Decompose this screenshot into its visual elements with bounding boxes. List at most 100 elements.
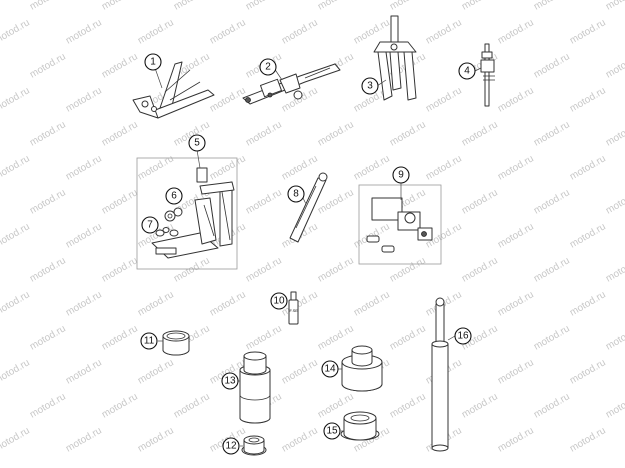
svg-text:10: 10	[273, 296, 285, 307]
watermark-text: motod.ru	[100, 51, 140, 80]
watermark-text: motod.ru	[532, 187, 572, 216]
watermark-text: motod.ru	[460, 391, 500, 420]
svg-text:9: 9	[398, 170, 404, 181]
watermark-text: motod.ru	[28, 323, 68, 352]
callout-2: 2	[259, 58, 277, 76]
watermark-text: motod.ru	[388, 391, 428, 420]
watermark-text: motod.ru	[172, 391, 212, 420]
group-box-5	[136, 157, 238, 270]
leader-4	[474, 67, 482, 72]
watermark-text: motod.ru	[136, 289, 176, 318]
callout-5: 5	[188, 134, 206, 152]
watermark-text: motod.ru	[208, 289, 248, 318]
part-6-nut	[164, 207, 183, 222]
watermark-text: motod.ru	[64, 425, 104, 454]
watermark-text: motod.ru	[568, 357, 608, 386]
watermark-text: motod.ru	[64, 17, 104, 46]
part-14-cup	[341, 345, 383, 392]
watermark-text: motod.ru	[28, 187, 68, 216]
watermark-text: motod.ru	[28, 255, 68, 284]
watermark-text: motod.ru	[460, 0, 500, 13]
watermark-text: motod.ru	[460, 187, 500, 216]
callout-7: 7	[141, 216, 159, 234]
watermark-text: motod.ru	[244, 0, 284, 13]
part-5-stand	[151, 167, 235, 259]
watermark-text: motod.ru	[496, 153, 536, 182]
watermark-text: motod.ru	[100, 0, 140, 13]
svg-text:7: 7	[147, 220, 153, 231]
watermark-text: motod.ru	[532, 323, 572, 352]
part-12-bushing	[241, 435, 267, 456]
watermark-text: motod.ru	[64, 357, 104, 386]
callout-14: 14	[321, 360, 339, 378]
watermark-text: motod.ru	[604, 187, 625, 216]
group-box-9	[358, 184, 442, 265]
watermark-text: motod.ru	[604, 255, 625, 284]
watermark-text: motod.ru	[388, 323, 428, 352]
part-3-puller	[373, 15, 417, 101]
watermark-text: motod.ru	[136, 357, 176, 386]
watermark-text: motod.ru	[0, 153, 32, 182]
watermark-text: motod.ru	[172, 255, 212, 284]
watermark-text: motod.ru	[100, 391, 140, 420]
part-9-assembly	[366, 197, 433, 253]
watermark-text: motod.ru	[460, 119, 500, 148]
watermark-text: motod.ru	[568, 153, 608, 182]
leader-5	[196, 149, 201, 169]
watermark-text: motod.ru	[316, 0, 356, 13]
watermark-text: motod.ru	[496, 289, 536, 318]
watermark-text: motod.ru	[136, 425, 176, 454]
watermark-text: motod.ru	[64, 289, 104, 318]
watermark-text: motod.ru	[244, 119, 284, 148]
svg-text:12: 12	[225, 441, 237, 452]
svg-text:4: 4	[464, 66, 470, 77]
svg-text:11: 11	[144, 336, 155, 347]
callout-15: 15	[323, 422, 341, 440]
part-13-cylinder	[239, 351, 271, 424]
part-11-ring	[162, 330, 190, 356]
watermark-layer: motod.ru motod.ru motod.ru motod.ru motod.ru…	[0, 0, 625, 455]
watermark-text: motod.ru	[424, 85, 464, 114]
watermark-text: motod.ru	[316, 323, 356, 352]
watermark-text: motod.ru	[0, 425, 32, 454]
watermark-text: motod.ru	[460, 255, 500, 284]
svg-text:14: 14	[324, 364, 336, 375]
svg-text:2: 2	[265, 62, 271, 73]
callout-8: 8	[287, 185, 305, 203]
watermark-text: motod.ru	[100, 187, 140, 216]
callout-1: 1	[144, 53, 162, 71]
callout-3: 3	[361, 77, 379, 95]
svg-text:1: 1	[150, 57, 156, 68]
part-15-sleeve	[340, 411, 380, 441]
watermark-text: motod.ru	[496, 17, 536, 46]
watermark-text: motod.ru	[604, 391, 625, 420]
watermark-text: motod.ru	[244, 255, 284, 284]
watermark-text: motod.ru	[0, 289, 32, 318]
watermark-text: motod.ru	[532, 51, 572, 80]
watermark-text: motod.ru	[496, 425, 536, 454]
watermark-text: motod.ru	[28, 0, 68, 13]
leader-16	[447, 335, 456, 341]
watermark-text: motod.ru	[64, 221, 104, 250]
watermark-text: motod.ru	[280, 357, 320, 386]
watermark-text: motod.ru	[100, 323, 140, 352]
watermark-text: motod.ru	[28, 391, 68, 420]
watermark-text: motod.ru	[568, 85, 608, 114]
watermark-text: motod.ru	[568, 425, 608, 454]
watermark-text: motod.ru	[568, 17, 608, 46]
callout-16: 16	[454, 327, 472, 345]
watermark-text: motod.ru	[244, 187, 284, 216]
svg-text:8: 8	[293, 189, 299, 200]
leader-1	[154, 67, 163, 89]
watermark-text: motod.ru	[100, 119, 140, 148]
watermark-text: motod.ru	[496, 85, 536, 114]
leader-3	[376, 79, 387, 87]
watermark-text: motod.ru	[388, 119, 428, 148]
watermark-text: motod.ru	[604, 323, 625, 352]
callout-10: 10	[270, 292, 288, 310]
watermark-text: motod.ru	[352, 153, 392, 182]
watermark-text: motod.ru	[28, 119, 68, 148]
svg-text:16: 16	[457, 331, 469, 342]
callout-12: 12	[222, 437, 240, 455]
watermark-text: motod.ru	[424, 153, 464, 182]
